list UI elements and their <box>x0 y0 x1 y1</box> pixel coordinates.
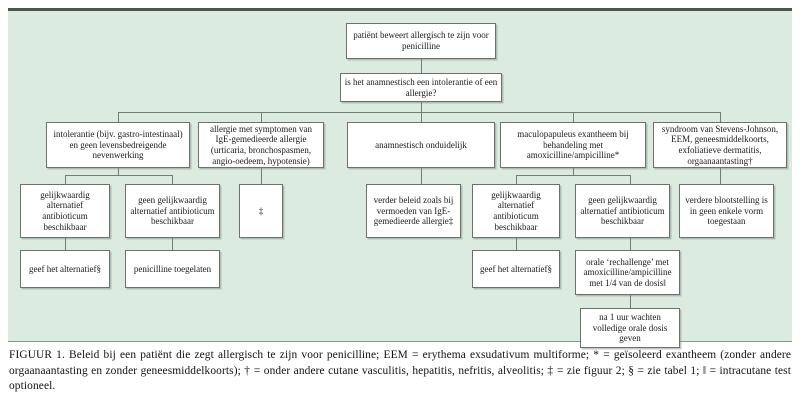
connector-n3-down <box>118 167 119 176</box>
node-alt-available-right[interactable]: gelijkwaardig alternatief antibioticum b… <box>472 184 560 238</box>
node-severe-reactions-label: syndroom van Stevens-Johnson, EEM, genee… <box>661 123 779 166</box>
node-ige-allergy[interactable]: allergie met symptomen van IgE-gemedieer… <box>198 122 324 168</box>
node-no-further-exposure-label: verdere blootstelling is in geen enkele … <box>685 195 768 227</box>
connector-n8-n15 <box>65 237 66 250</box>
node-full-oral-dose-label: na 1 uur wachten volledige orale dosis g… <box>592 312 668 344</box>
figure-caption-text: FIGUUR 1. Beleid bij een patiënt die zeg… <box>8 346 792 395</box>
connector-bar-n6 <box>573 112 574 122</box>
node-unclear-history-label: anamnestisch onduidelijk <box>375 139 467 150</box>
connector-n5-n11 <box>421 167 422 184</box>
connector-n6-down <box>573 167 574 176</box>
connector-n9-n16 <box>172 237 173 250</box>
node-no-alt-available-left-label: geen gelijkwaardig alternatief antibioti… <box>130 195 215 227</box>
connector-row2-bar <box>118 112 720 113</box>
figure-caption-label: FIGUUR 1. <box>9 349 65 361</box>
node-no-alt-available-left[interactable]: geen gelijkwaardig alternatief antibioti… <box>125 184 220 238</box>
node-no-alt-available-right-label: geen gelijkwaardig alternatief antibioti… <box>580 195 665 227</box>
node-further-policy-label: verder beleid zoals bij vermoeden van Ig… <box>373 195 454 227</box>
node-give-alternative-right-label: geef het alternatief§ <box>480 263 552 274</box>
node-alt-available-left-label: gelijkwaardig alternatief antibioticum b… <box>40 189 90 232</box>
node-penicillin-allowed[interactable]: penicilline toegelaten <box>125 250 220 288</box>
node-give-alternative-left[interactable]: geef het alternatief§ <box>20 250 110 288</box>
node-claimed-allergy[interactable]: patiënt beweert allergisch te zijn voor … <box>346 23 496 59</box>
connector-bar-n3 <box>118 112 119 122</box>
node-full-oral-dose[interactable]: na 1 uur wachten volledige orale dosis g… <box>580 308 680 348</box>
figure-caption: FIGUUR 1. Beleid bij een patiënt die zeg… <box>8 341 792 397</box>
node-history-question-label: is het anamnestisch een intolerantie of … <box>344 76 498 98</box>
connector-n6-bar <box>516 175 630 176</box>
connector-n6-n13 <box>630 175 631 184</box>
node-give-alternative-left-label: geef het alternatief§ <box>29 263 101 274</box>
connector-bar-n7 <box>720 112 721 122</box>
node-oral-rechallenge[interactable]: orale ‘rechallenge’ met amoxicilline/amp… <box>575 250 680 295</box>
connector-bar-n5 <box>421 112 422 122</box>
node-intolerance[interactable]: intolerantie (bijv. gastro-intestinaal) … <box>46 122 190 168</box>
connector-bar-n4 <box>261 112 262 122</box>
node-alt-available-right-label: gelijkwaardig alternatief antibioticum b… <box>491 189 541 232</box>
node-oral-rechallenge-label: orale ‘rechallenge’ met amoxicilline/amp… <box>583 256 672 288</box>
connector-n12-n17 <box>516 237 517 250</box>
node-penicillin-allowed-label: penicilline toegelaten <box>133 263 212 274</box>
node-intolerance-label: intolerantie (bijv. gastro-intestinaal) … <box>53 129 183 161</box>
connector-n2-down <box>421 101 422 113</box>
node-give-alternative-right[interactable]: geef het alternatief§ <box>472 250 560 288</box>
connector-n13-n18 <box>630 237 631 250</box>
connector-n6-n12 <box>516 175 517 184</box>
figure-caption-body: Beleid bij een patiënt die zegt allergis… <box>9 349 791 393</box>
connector-n3-bar <box>65 175 172 176</box>
connector-n7-n14 <box>720 167 721 184</box>
node-unclear-history[interactable]: anamnestisch onduidelijk <box>347 122 495 168</box>
flowchart-panel: patiënt beweert allergisch te zijn voor … <box>8 8 792 348</box>
node-alt-available-left[interactable]: gelijkwaardig alternatief antibioticum b… <box>20 184 110 238</box>
connector-n3-n8 <box>65 175 66 184</box>
node-see-figure-2[interactable]: ‡ <box>239 184 283 238</box>
node-claimed-allergy-label: patiënt beweert allergisch te zijn voor … <box>353 30 489 51</box>
node-see-figure-2-label: ‡ <box>258 205 264 216</box>
node-maculopapular-exanthema-label: maculopapuleus exantheem bij behandeling… <box>517 129 629 161</box>
connector-n4-n10 <box>261 167 262 184</box>
node-no-alt-available-right[interactable]: geen gelijkwaardig alternatief antibioti… <box>575 184 670 238</box>
node-further-policy[interactable]: verder beleid zoals bij vermoeden van Ig… <box>366 184 461 238</box>
node-ige-allergy-label: allergie met symptomen van IgE-gemedieer… <box>209 123 313 166</box>
connector-n1-n2 <box>421 59 422 73</box>
connector-n18-n19 <box>630 295 631 308</box>
node-history-question[interactable]: is het anamnestisch een intolerantie of … <box>340 73 502 102</box>
node-no-further-exposure[interactable]: verdere blootstelling is in geen enkele … <box>679 184 774 238</box>
connector-n3-n9 <box>172 175 173 184</box>
node-maculopapular-exanthema[interactable]: maculopapuleus exantheem bij behandeling… <box>500 122 646 168</box>
node-severe-reactions[interactable]: syndroom van Stevens-Johnson, EEM, genee… <box>653 122 787 168</box>
